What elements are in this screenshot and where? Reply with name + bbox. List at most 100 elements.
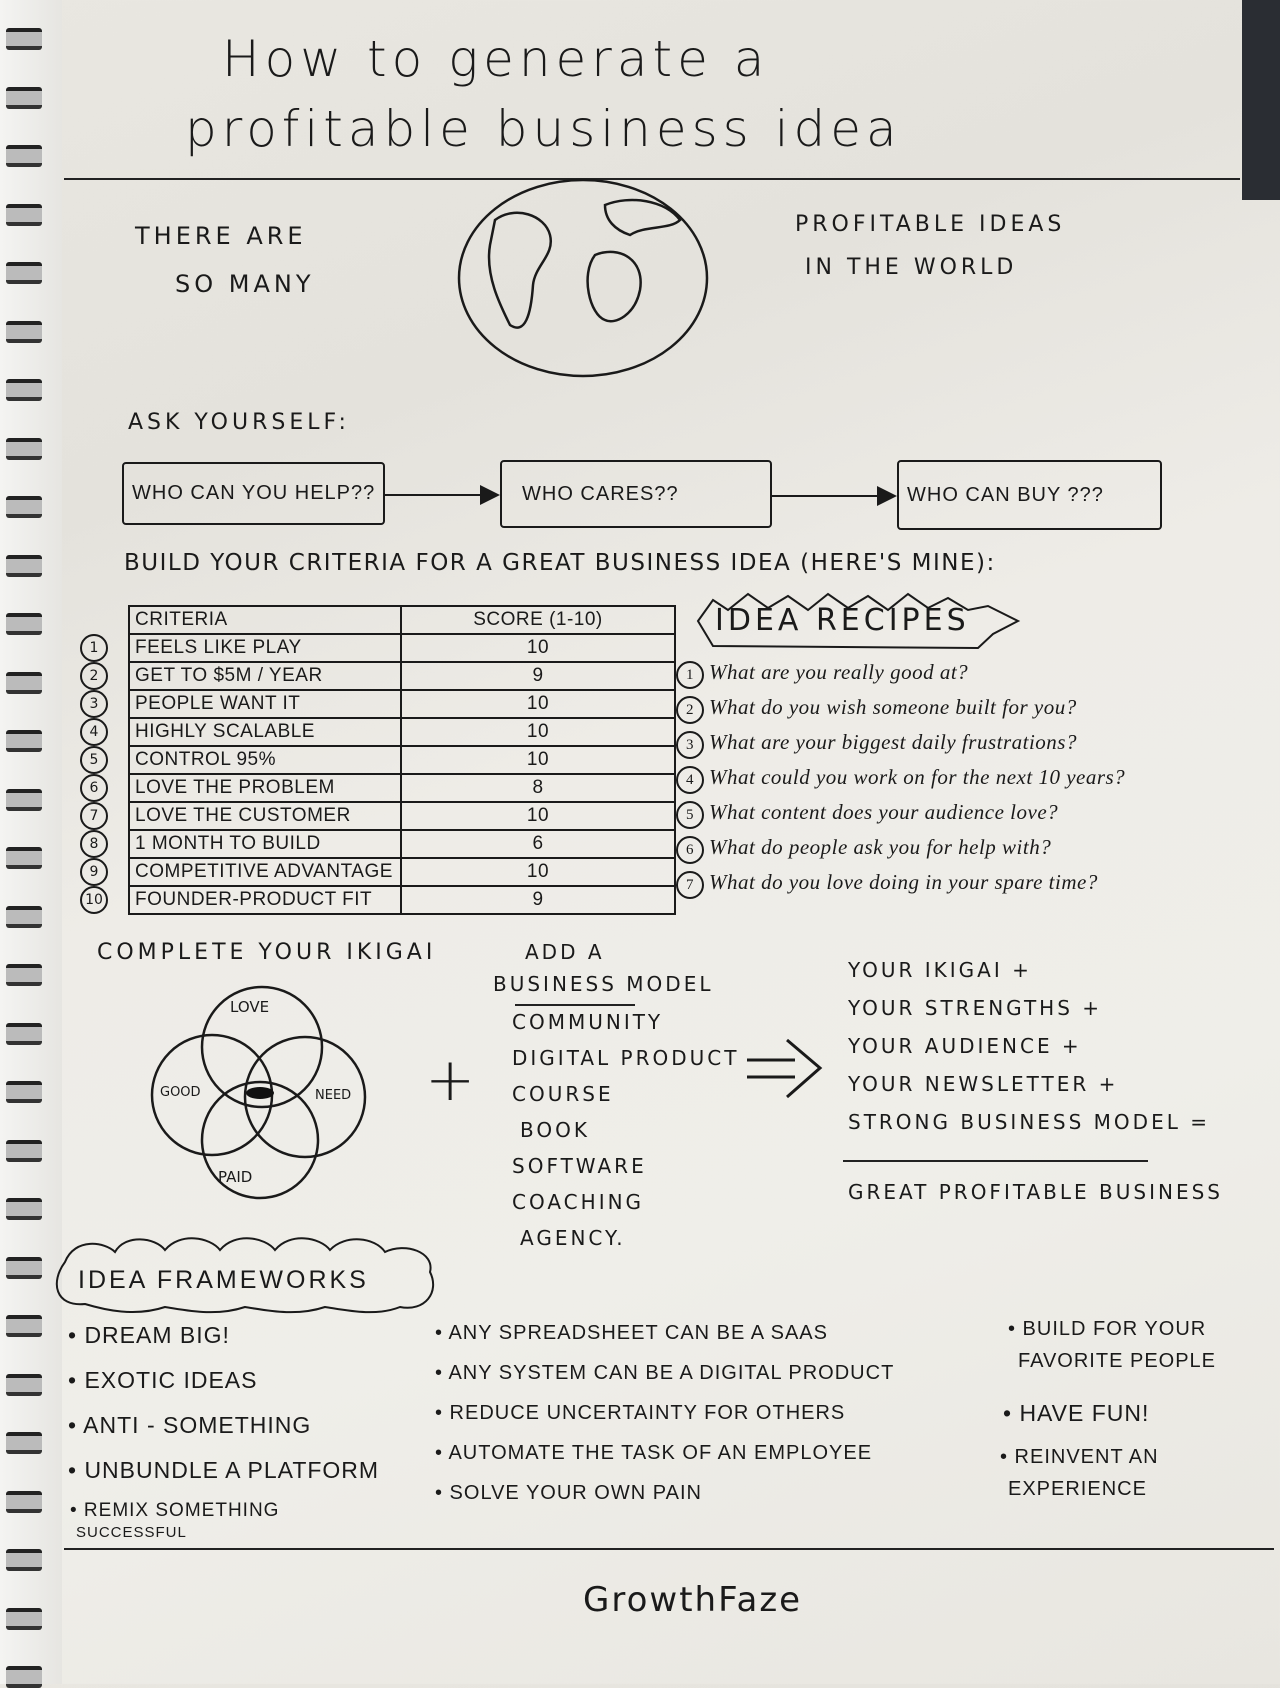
spiral-ring: [6, 788, 42, 811]
criteria-label: FOUNDER-PRODUCT FIT: [128, 885, 402, 915]
business-model-line-2: BUSINESS MODEL: [493, 972, 714, 996]
criteria-label: PEOPLE WANT IT: [128, 689, 402, 719]
business-model-item: COACHING: [512, 1190, 645, 1214]
notebook-cover-edge: [1242, 0, 1280, 200]
recipe-number-circle: 2: [676, 696, 704, 724]
recipe-text: What do people ask you for help with?: [709, 835, 1052, 859]
criteria-heading: BUILD YOUR CRITERIA FOR A GREAT BUSINESS…: [124, 550, 996, 576]
spiral-ring: [6, 847, 42, 869]
equation-item: STRONG BUSINESS MODEL =: [848, 1110, 1210, 1134]
criteria-label: LOVE THE PROBLEM: [128, 773, 402, 803]
framework-item: • SOLVE YOUR OWN PAIN: [435, 1482, 702, 1504]
intro-left-2: SO MANY: [175, 270, 315, 298]
ikigai-heading: COMPLETE YOUR IKIGAI: [97, 940, 437, 965]
column-header-criteria: CRITERIA: [128, 605, 402, 635]
criteria-label: FEELS LIKE PLAY: [128, 633, 402, 663]
criteria-score: 10: [400, 857, 676, 887]
venn-label-paid: PAID: [218, 1168, 253, 1186]
criteria-label: HIGHLY SCALABLE: [128, 717, 402, 747]
spiral-ring: [6, 1607, 42, 1630]
equation-result: GREAT PROFITABLE BUSINESS: [848, 1180, 1223, 1204]
criteria-score: 9: [400, 661, 676, 691]
row-number-circle: 3: [80, 690, 108, 718]
spiral-ring: [6, 1432, 42, 1454]
equation-sum-line: [843, 1160, 1148, 1162]
row-number-circle: 8: [80, 830, 108, 858]
criteria-score: 10: [400, 745, 676, 775]
spiral-ring: [6, 730, 42, 752]
framework-item: • AUTOMATE THE TASK OF AN EMPLOYEE: [435, 1442, 873, 1464]
spiral-ring: [6, 1315, 42, 1337]
title-line-1: How to generate a: [222, 30, 770, 88]
framework-remix-line-1: • REMIX SOMETHING: [70, 1500, 280, 1521]
framework-item: • ANY SPREADSHEET CAN BE A SAAS: [435, 1322, 828, 1344]
recipe-number-circle: 3: [676, 731, 704, 759]
spiral-ring: [6, 1549, 42, 1571]
row-number-circle: 2: [80, 662, 108, 690]
globe-icon: [457, 178, 709, 378]
equation-item: YOUR AUDIENCE +: [848, 1034, 1082, 1058]
cloud-frame: [55, 1237, 435, 1314]
business-model-item: SOFTWARE: [512, 1154, 647, 1178]
spiral-ring: [6, 1373, 42, 1396]
venn-label-good: GOOD: [160, 1085, 201, 1100]
spiral-ring: [6, 437, 42, 460]
recipe-number-circle: 4: [676, 766, 704, 794]
double-arrow-icon: [747, 1038, 823, 1099]
spiral-ring: [6, 203, 42, 226]
spiky-title-frame: [696, 592, 1021, 650]
business-model-item: BOOK: [520, 1118, 590, 1142]
footer-signature: GrowthFaze: [583, 1580, 803, 1620]
criteria-label: CONTROL 95%: [128, 745, 402, 775]
criteria-score: 10: [400, 689, 676, 719]
recipe-number-circle: 1: [676, 661, 704, 689]
recipe-text: What are your biggest daily frustrations…: [709, 730, 1077, 754]
intro-right-1: PROFITABLE IDEAS: [795, 212, 1066, 237]
framework-item: • ANTI - SOMETHING: [68, 1412, 312, 1438]
recipe-text: What do you wish someone built for you?: [709, 695, 1077, 719]
business-model-item: DIGITAL PRODUCT: [512, 1046, 740, 1070]
recipe-text: What do you love doing in your spare tim…: [709, 870, 1098, 894]
framework-build-line-1: • BUILD FOR YOUR: [1008, 1318, 1207, 1340]
framework-build-line-2: FAVORITE PEOPLE: [1018, 1350, 1217, 1372]
recipe-number-circle: 6: [676, 836, 704, 864]
spiral-ring: [6, 1139, 42, 1162]
spiral-ring: [6, 145, 42, 167]
spiral-ring: [6, 262, 42, 284]
framework-reinvent-line-1: • REINVENT AN: [1000, 1446, 1159, 1468]
recipe-text: What could you work on for the next 10 y…: [709, 765, 1126, 789]
criteria-score: 10: [400, 633, 676, 663]
row-number-circle: 5: [80, 746, 108, 774]
criteria-label: COMPETITIVE ADVANTAGE: [128, 857, 402, 887]
row-number-circle: 6: [80, 774, 108, 802]
spiral-ring: [6, 1490, 42, 1513]
spiral-ring: [6, 1256, 42, 1279]
equation-item: YOUR STRENGTHS +: [848, 996, 1103, 1020]
spiral-ring: [6, 379, 42, 401]
frameworks-title: IDEA FRAMEWORKS: [78, 1266, 369, 1294]
venn-label-love: LOVE: [230, 998, 270, 1016]
row-number-circle: 7: [80, 802, 108, 830]
step-who-can-you-help: WHO CAN YOU HELP??: [122, 462, 385, 525]
criteria-score: 10: [400, 717, 676, 747]
criteria-label: GET TO $5M / YEAR: [128, 661, 402, 691]
spiral-ring: [6, 28, 42, 50]
intro-left-1: THERE ARE: [135, 222, 307, 250]
framework-reinvent-line-2: EXPERIENCE: [1008, 1478, 1147, 1500]
framework-item: • REDUCE UNCERTAINTY FOR OTHERS: [435, 1402, 846, 1424]
criteria-score: 10: [400, 801, 676, 831]
title-line-2: profitable business idea: [185, 100, 902, 158]
table-row: CONTROL 95%10: [128, 745, 676, 775]
intro-right-2: IN THE WORLD: [805, 255, 1018, 280]
